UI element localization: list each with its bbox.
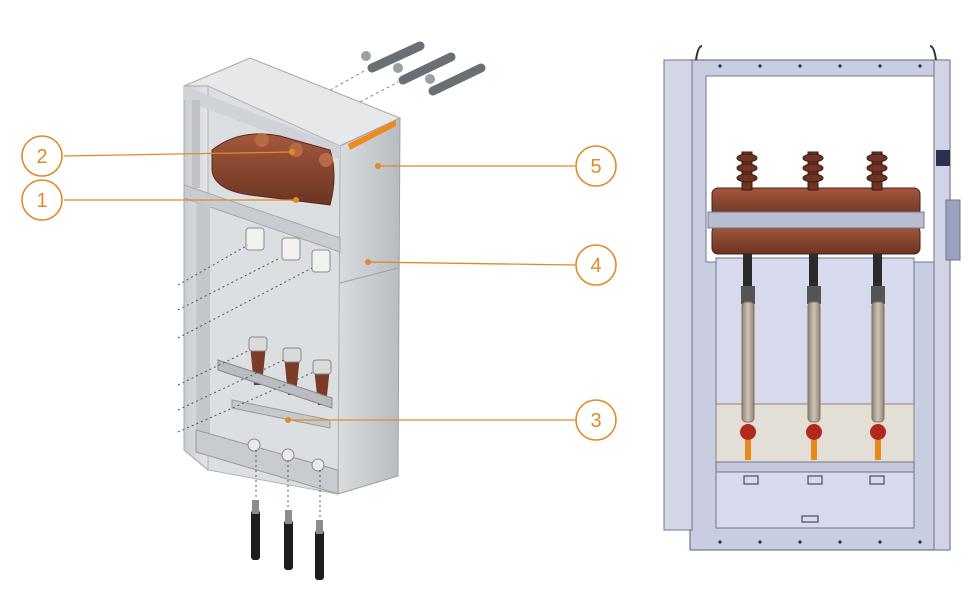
callout-leaders bbox=[63, 151, 576, 421]
floor-grid bbox=[195, 429, 339, 495]
bottom-cables bbox=[251, 500, 324, 580]
callout-5: 5 bbox=[575, 145, 617, 187]
busbar-rods bbox=[329, 41, 486, 103]
svg-text:4: 4 bbox=[590, 255, 601, 277]
front-view-panel bbox=[663, 45, 961, 551]
svg-text:3: 3 bbox=[590, 410, 601, 432]
top-bushings bbox=[736, 151, 888, 191]
callout-3: 3 bbox=[575, 399, 617, 441]
upper-current-transformers bbox=[245, 227, 331, 273]
svg-text:5: 5 bbox=[590, 156, 601, 178]
callout-1: 1 bbox=[21, 179, 63, 221]
cable-terminals bbox=[740, 424, 886, 460]
main-insulator-block bbox=[211, 133, 335, 206]
front-insulator-block bbox=[707, 187, 925, 255]
svg-text:2: 2 bbox=[36, 146, 47, 168]
svg-text:1: 1 bbox=[36, 190, 47, 212]
lower-current-transformers bbox=[217, 336, 333, 409]
callout-anchors bbox=[285, 149, 381, 423]
post-insulators bbox=[741, 286, 885, 423]
exploded-cabinet: 2 1 5 4 3 bbox=[21, 41, 617, 580]
lower-bushings bbox=[743, 254, 882, 286]
guide-lines bbox=[177, 244, 321, 525]
callout-4: 4 bbox=[575, 244, 617, 286]
callout-2: 2 bbox=[21, 135, 63, 177]
